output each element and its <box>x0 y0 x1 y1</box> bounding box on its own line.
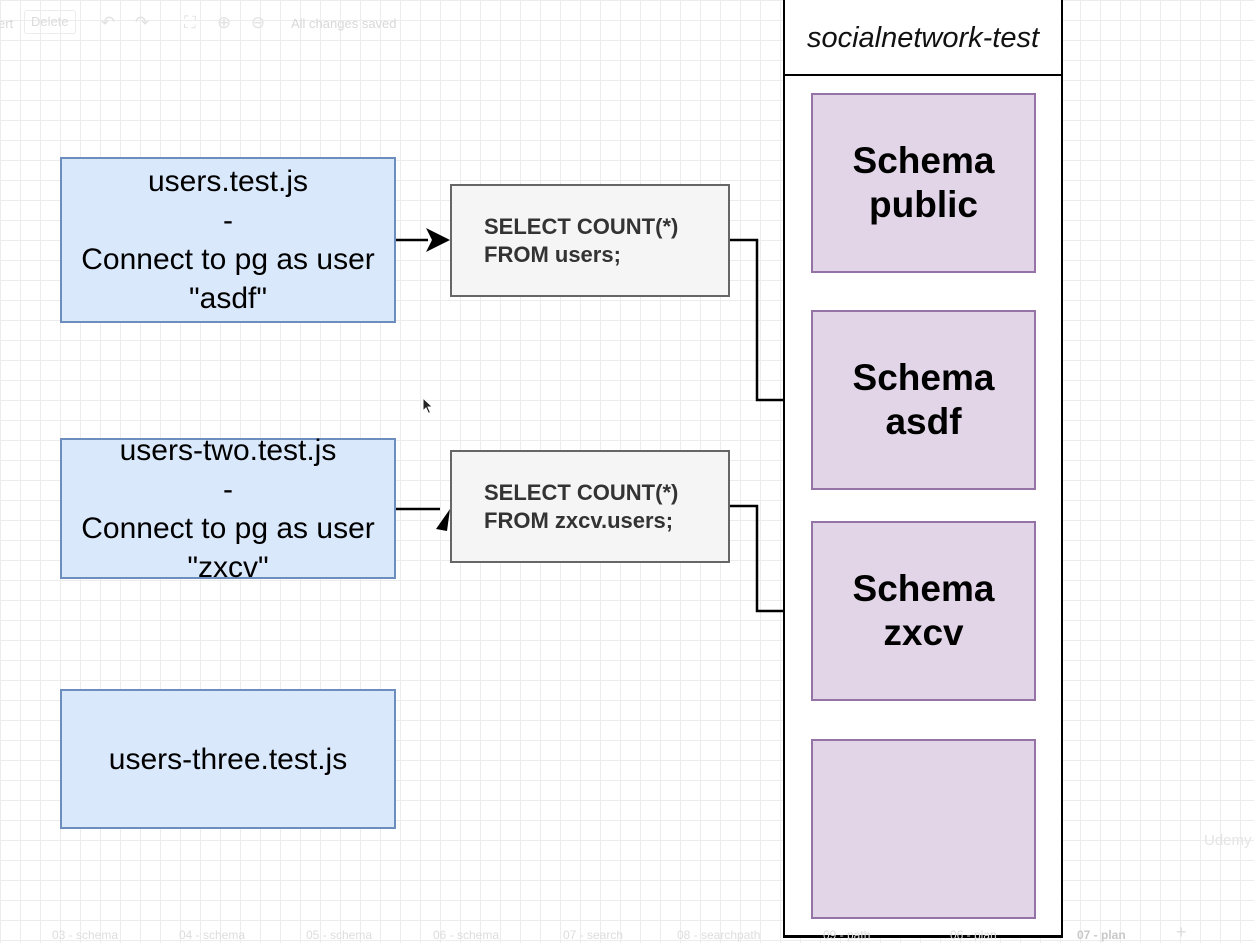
schema-box-asdf-line-2: asdf <box>885 401 962 442</box>
file-box-users-three[interactable]: users-three.test.js <box>60 689 396 829</box>
mouse-cursor-icon <box>422 397 434 415</box>
schema-box-asdf[interactable]: Schema asdf <box>811 310 1036 490</box>
file-box-users-line-2: - <box>223 204 233 237</box>
database-title: socialnetwork-test <box>785 0 1061 76</box>
query-box-users-line-2: FROM users; <box>484 241 621 267</box>
file-box-users-two-line-1: users-two.test.js <box>119 433 337 467</box>
schema-box-zxcv[interactable]: Schema zxcv <box>811 521 1036 701</box>
tab-07-plan[interactable]: 07 - plan <box>1077 928 1126 942</box>
tab-09-path[interactable]: 09 - path <box>823 928 871 942</box>
query-box-zxcv-users-line-1: SELECT COUNT(*) <box>484 479 679 505</box>
schema-box-asdf-line-1: Schema <box>852 357 995 398</box>
zoom-out-icon[interactable]: ⊖ <box>250 13 266 32</box>
query-box-users[interactable]: SELECT COUNT(*) FROM users; <box>450 184 730 297</box>
connector-query1-to-schema-asdf <box>730 238 790 402</box>
undo-icon[interactable]: ↶ <box>100 13 116 32</box>
query-box-users-line-1: SELECT COUNT(*) <box>484 213 679 239</box>
schema-box-public-line-2: public <box>869 184 978 225</box>
file-box-users-two[interactable]: users-two.test.js - Connect to pg as use… <box>60 434 396 584</box>
file-box-users-three-line-1: users-three.test.js <box>108 742 348 776</box>
query-box-zxcv-users[interactable]: SELECT COUNT(*) FROM zxcv.users; <box>450 450 730 563</box>
redo-icon[interactable]: ↷ <box>134 13 150 32</box>
arrowhead-query1 <box>426 228 450 252</box>
insert-menu-label[interactable]: ert <box>0 16 14 31</box>
connector-query2-to-schema-zxcv <box>730 504 790 613</box>
file-box-users-two-line-2: - <box>223 472 233 506</box>
file-box-users-line-1: users.test.js <box>147 165 309 198</box>
tab-06-schema[interactable]: 06 - schema <box>433 928 500 942</box>
tab-06-plan[interactable]: 06 - plan <box>950 928 997 942</box>
file-box-users-line-4: "asdf" <box>188 282 267 315</box>
schema-box-zxcv-line-2: zxcv <box>883 612 964 653</box>
tab-04-schema[interactable]: 04 - schema <box>179 928 246 942</box>
fullscreen-icon[interactable]: ⛶ <box>184 13 196 32</box>
add-page-button[interactable]: + <box>1176 922 1187 942</box>
file-box-users[interactable]: users.test.js - Connect to pg as user "a… <box>60 157 396 323</box>
query-box-zxcv-users-line-2: FROM zxcv.users; <box>484 507 674 533</box>
schema-box-public[interactable]: Schema public <box>811 93 1036 273</box>
schema-box-public-line-1: Schema <box>852 140 995 181</box>
tab-05-schema[interactable]: 05 - schema <box>306 928 373 942</box>
tab-07-search[interactable]: 07 - search <box>563 928 624 942</box>
delete-button[interactable]: Delete <box>24 10 76 34</box>
schema-box-zxcv-line-1: Schema <box>852 568 995 609</box>
file-box-users-two-line-4: "zxcv" <box>187 550 269 584</box>
save-status: All changes saved <box>291 16 397 31</box>
file-box-users-line-3: Connect to pg as user <box>81 243 375 276</box>
tab-03-schema[interactable]: 03 - schema <box>52 928 119 942</box>
udemy-watermark: Udemy <box>1204 832 1252 849</box>
arrowhead-query2 <box>436 509 450 531</box>
schema-box-empty[interactable] <box>811 739 1036 919</box>
tab-08-searchpath[interactable]: 08 - searchpath <box>677 928 761 942</box>
zoom-in-icon[interactable]: ⊕ <box>216 13 232 32</box>
file-box-users-two-line-3: Connect to pg as user <box>81 511 375 545</box>
